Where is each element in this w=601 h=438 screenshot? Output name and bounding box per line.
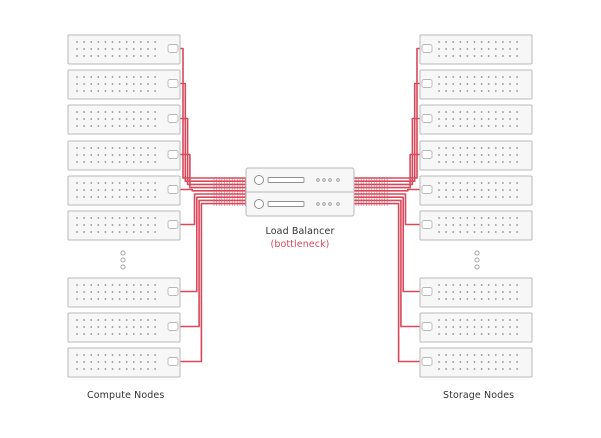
- wire-storage-6: [354, 193, 420, 226]
- compute-server-5: [67, 175, 181, 206]
- wire-compute-1: [180, 47, 246, 179]
- wire-compute-8: [180, 199, 246, 328]
- compute-server-2: [67, 69, 181, 100]
- storage-server-2: [419, 69, 533, 100]
- wire-storage-3: [354, 117, 420, 186]
- wire-compute-6: [180, 193, 246, 226]
- wire-compute-5: [180, 188, 246, 192]
- storage-server-1: [419, 34, 533, 65]
- compute-server-3: [67, 104, 181, 135]
- compute-server-8: [67, 312, 181, 343]
- wire-storage-7: [354, 196, 420, 293]
- load-balancer-label: Load Balancer: [265, 226, 335, 237]
- storage-server-9: [419, 347, 533, 378]
- wire-storage-9: [354, 202, 420, 363]
- wire-compute-9: [180, 202, 246, 363]
- wire-storage-8: [354, 199, 420, 328]
- compute-server-7: [67, 277, 181, 308]
- compute-server-4: [67, 140, 181, 171]
- balancer-unit-1-knob: [254, 175, 264, 185]
- compute-server-6: [67, 210, 181, 241]
- compute-nodes-label: Compute Nodes: [87, 390, 165, 401]
- wire-storage-1: [354, 47, 420, 179]
- storage-server-6: [419, 210, 533, 241]
- bottleneck-note: (bottleneck): [270, 239, 330, 250]
- balancer-unit-2-knob: [254, 199, 264, 209]
- compute-server-9: [67, 347, 181, 378]
- load-balancer: [245, 167, 355, 217]
- storage-nodes-label: Storage Nodes: [443, 390, 515, 401]
- wire-compute-4: [180, 153, 246, 189]
- wire-compute-7: [180, 196, 246, 293]
- compute-server-1: [67, 34, 181, 65]
- storage-server-7: [419, 277, 533, 308]
- wire-compute-2: [180, 82, 246, 182]
- wire-storage-5: [354, 188, 420, 192]
- storage-server-3: [419, 104, 533, 135]
- storage-server-4: [419, 140, 533, 171]
- storage-ellipsis-icon: [474, 250, 480, 270]
- bottleneck-hatch: [213, 178, 388, 206]
- storage-server-8: [419, 312, 533, 343]
- storage-server-5: [419, 175, 533, 206]
- compute-ellipsis-icon: [120, 250, 126, 270]
